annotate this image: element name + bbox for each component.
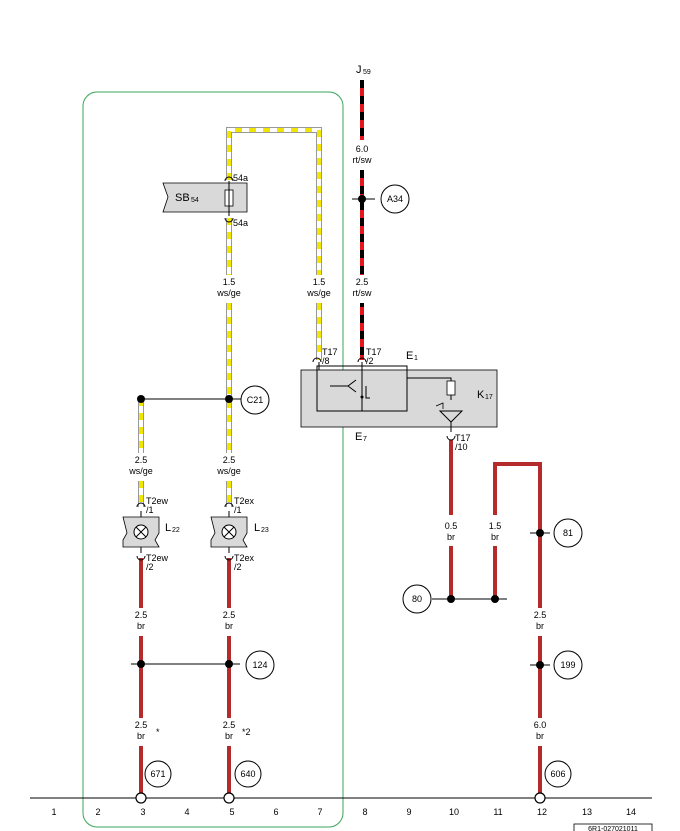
grid-col: 14 <box>626 807 636 817</box>
grid-col: 3 <box>140 807 145 817</box>
t17-8-pin: /8 <box>322 356 330 366</box>
area-frame <box>82 91 344 828</box>
doc-id-box <box>573 823 653 831</box>
wire-label: ws/ge <box>128 466 153 476</box>
wire-label: br <box>225 731 233 741</box>
wire-label: rt/sw <box>353 155 372 165</box>
wire-label: 6.0 <box>356 144 369 154</box>
node-199: 199 <box>560 660 575 670</box>
node-81: 81 <box>563 528 573 538</box>
node-640: 640 <box>240 769 255 779</box>
node-606: 606 <box>550 769 565 779</box>
grid-col: 4 <box>184 807 189 817</box>
fuse-name: SB <box>175 192 190 204</box>
wire-label: 2.5 <box>223 720 236 730</box>
wire-label: ws/ge <box>306 288 331 298</box>
lamp-l23-name: L <box>254 522 260 534</box>
lamp-l22-sub: 22 <box>172 527 180 534</box>
grid-col: 9 <box>406 807 411 817</box>
footnote-b: *2 <box>242 727 251 737</box>
grid-col: 6 <box>273 807 278 817</box>
e1-sub: 1 <box>414 355 418 362</box>
wire-label: 6.0 <box>534 720 547 730</box>
lamp-l22: L 22 T2ew /1 T2ew /2 <box>122 496 180 572</box>
k17-sub: 17 <box>485 394 493 401</box>
wire-label: rt/sw <box>353 288 372 298</box>
node-80: 80 <box>412 594 422 604</box>
wire-labels: 6.0 rt/sw 2.5 rt/sw 1.5 ws/ge 1.5 ws/ge … <box>128 144 546 741</box>
node-c21: C21 <box>247 395 264 405</box>
wire-label: 2.5 <box>135 455 148 465</box>
lamp-l22-pin-bot: T2ew <box>146 553 169 563</box>
grid-numbers: 1 2 3 4 5 6 7 8 9 10 11 12 13 14 <box>51 807 636 817</box>
grid-col: 1 <box>51 807 56 817</box>
grid-col: 12 <box>537 807 547 817</box>
lamp-l23-pin-bot2: /2 <box>234 562 242 572</box>
doc-id: 6R1-027021011 <box>588 826 638 831</box>
e7-sub: 7 <box>363 436 367 443</box>
footnote-a: * <box>156 727 160 737</box>
e7-label: E <box>355 431 362 443</box>
ground-terminals <box>135 792 546 804</box>
node-124: 124 <box>252 660 267 670</box>
fuse-sub: 54 <box>191 197 199 204</box>
splice-lines <box>131 198 550 666</box>
wire-label: br <box>137 731 145 741</box>
lamp-l23-pin-top: T2ex <box>234 496 255 506</box>
fuse-pin-out: 54a <box>233 218 248 228</box>
grid-col: 8 <box>362 807 367 817</box>
wire-brown <box>139 440 542 793</box>
wire-label: br <box>447 532 455 542</box>
wire-label: 0.5 <box>445 521 458 531</box>
wire-label: 1.5 <box>313 277 326 287</box>
t17-8-label: T17 <box>322 347 338 357</box>
lamp-l23-pin-bot: T2ex <box>234 553 255 563</box>
lamp-l23-pin-top2: /1 <box>234 505 242 515</box>
grid-col: 11 <box>493 807 502 817</box>
lamp-l23-sub: 23 <box>261 527 269 534</box>
wire-label: br <box>491 532 499 542</box>
node-671: 671 <box>150 769 165 779</box>
wire-label: 2.5 <box>223 610 236 620</box>
lamp-l22-pin-top: T2ew <box>146 496 169 506</box>
wire-label: br <box>536 731 544 741</box>
t17-10-pin: /10 <box>455 442 468 452</box>
lamp-l22-pin-top2: /1 <box>146 505 154 515</box>
grid-col: 5 <box>229 807 234 817</box>
wire-label: ws/ge <box>216 288 241 298</box>
grid-col: 2 <box>95 807 100 817</box>
wire-label: 2.5 <box>534 610 547 620</box>
wire-label: ws/ge <box>216 466 241 476</box>
wire-label: br <box>225 621 233 631</box>
wire-label: br <box>536 621 544 631</box>
wire-label: br <box>137 621 145 631</box>
relay-j59-sub: 59 <box>363 69 371 76</box>
grid-col: 10 <box>449 807 459 817</box>
lamp-l23: L 23 T2ex /1 T2ex /2 <box>210 496 269 572</box>
k17-label: K <box>477 389 485 401</box>
t17-2-label: T17 <box>366 347 382 357</box>
relay-j59-label: J <box>356 64 362 76</box>
fuse-sb54: SB 54 54a 54a <box>162 173 248 228</box>
fuse-pin-in: 54a <box>233 173 248 183</box>
wire-label: 2.5 <box>356 277 369 287</box>
t17-2-pin: /2 <box>366 356 374 366</box>
splice-dots <box>137 195 544 669</box>
node-labels <box>144 184 583 788</box>
lamp-l22-name: L <box>165 522 171 534</box>
grid-col: 7 <box>317 807 322 817</box>
node-a34: A34 <box>387 194 403 204</box>
connector-labels: T17 /8 T17 /2 T17 /10 <box>322 347 471 452</box>
wire-label: 2.5 <box>135 720 148 730</box>
wire-label: 1.5 <box>223 277 236 287</box>
light-switch-unit: E 1 E 7 K 17 <box>300 350 498 443</box>
wire-label: 2.5 <box>223 455 236 465</box>
wire-label: 1.5 <box>489 521 502 531</box>
wire-label: 2.5 <box>135 610 148 620</box>
grid-col: 13 <box>582 807 592 817</box>
e1-label: E <box>406 350 413 362</box>
t17-10-label: T17 <box>455 433 471 443</box>
lamp-l22-pin-bot2: /2 <box>146 562 154 572</box>
